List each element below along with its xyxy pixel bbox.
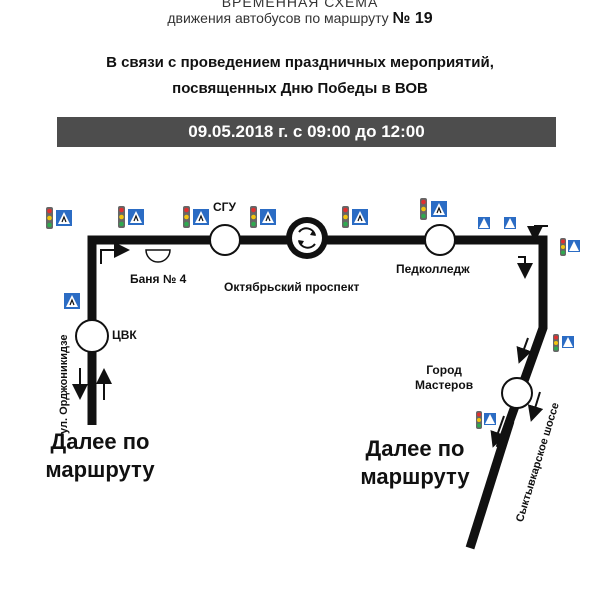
roundabout-icon [286,217,328,259]
pedestrian-crossing-icon [64,293,80,309]
notice: В связи с проведением праздничных меропр… [0,50,600,102]
traffic-light-icon [560,238,566,256]
stop-tsvk [75,319,109,353]
traffic-light-icon [250,206,257,228]
stop-label-pedkolledzh: Педколледж [396,262,470,276]
further-label-left: Далее по маршруту [45,429,155,482]
further-label-right: Далее по маршруту [360,436,470,489]
direction-arrow [517,256,533,279]
direction-arrow [527,225,548,242]
street-label-ordzhonikidze: ул. Орджоникидзе [58,334,70,434]
route-number: № 19 [392,10,433,27]
stop-sgu [209,224,241,256]
pedestrian-crossing-icon [260,209,276,225]
stop-label-banya: Баня № 4 [130,272,187,286]
pedestrian-crossing-icon [431,201,447,217]
pedestrian-crossing-icon [128,209,144,225]
pedestrian-crossing-icon [568,240,580,252]
traffic-light-icon [420,198,427,220]
traffic-light-icon [118,206,125,228]
pedestrian-crossing-icon [562,336,574,348]
date-bar: 09.05.2018 г. с 09:00 до 12:00 [57,117,556,147]
direction-arrow [516,337,532,364]
direction-arrow [100,242,130,264]
stop-label-oktyabrsky: Октябрьский проспект [224,280,360,294]
traffic-light-icon [553,334,559,352]
pedestrian-crossing-icon [484,413,496,425]
stop-label-gorod-masterov: Город Мастеров [415,363,474,392]
banya-marker [145,249,171,263]
traffic-light-icon [476,411,482,429]
pedestrian-crossing-icon [504,217,516,229]
subtitle-text: движения автобусов по маршруту [167,10,389,26]
scheme-title: ВРЕМЕННАЯ СХЕМА [221,0,379,10]
stop-label-sgu: СГУ [213,200,236,214]
notice-line-2: посвященных Дню Победы в ВОВ [172,80,428,97]
direction-arrow [490,415,506,448]
pedestrian-crossing-icon [193,209,209,225]
traffic-light-icon [342,206,349,228]
pedestrian-crossing-icon [478,217,490,229]
pedestrian-crossing-icon [352,209,368,225]
route-line-main [87,235,548,450]
pedestrian-crossing-icon [56,210,72,226]
traffic-light-icon [183,206,190,228]
stop-pedkolledzh [424,224,456,256]
traffic-light-icon [46,207,53,229]
notice-line-1: В связи с проведением праздничных меропр… [106,54,494,71]
stop-gorod-masterov [501,377,533,409]
stop-label-tsvk: ЦВК [112,328,137,342]
direction-arrow [527,391,544,422]
scheme-subtitle: движения автобусов по маршруту № 19 [0,10,600,28]
